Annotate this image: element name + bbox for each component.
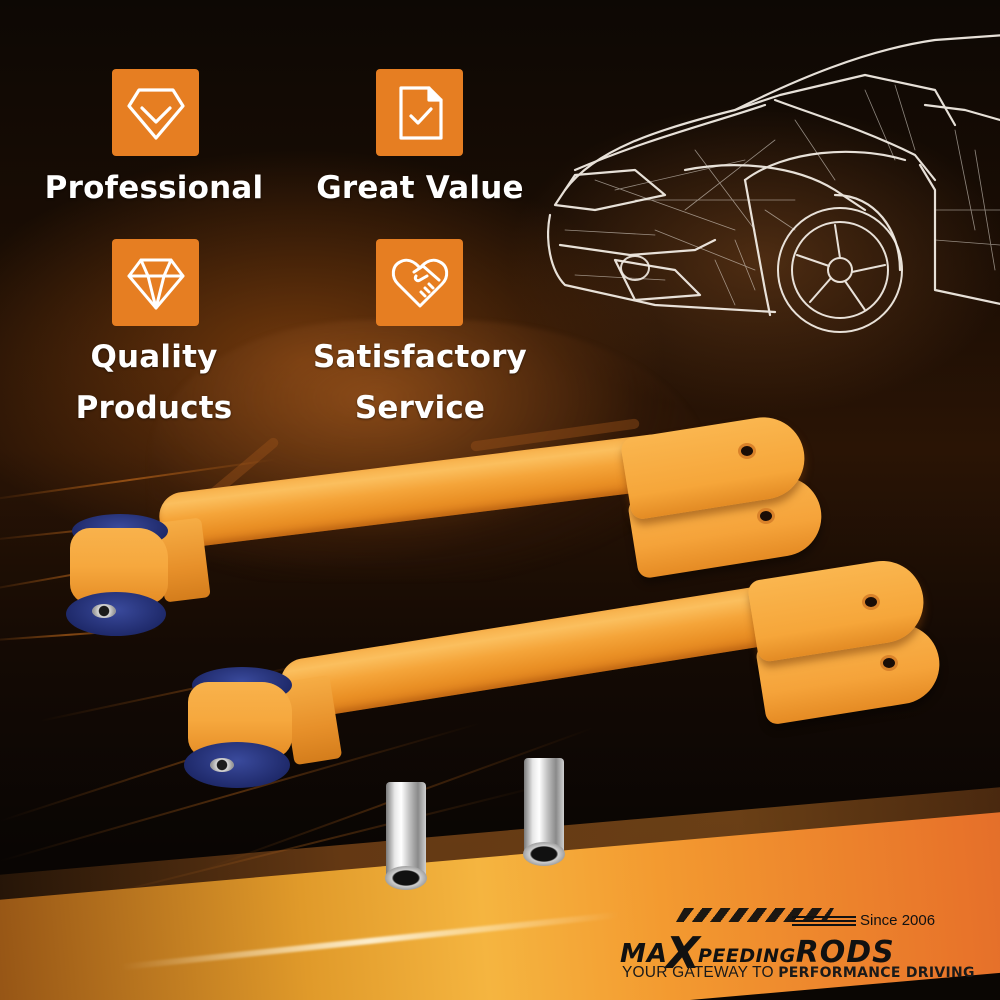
- wireframe-car-illustration: [547, 34, 1000, 333]
- professional-icon-tile: [112, 69, 199, 156]
- clevis-bolt-hole: [880, 655, 898, 671]
- arm-tube: [277, 581, 801, 722]
- feature-label-satisfactory: Satisfactory: [313, 339, 527, 375]
- wordmark-prefix: MA: [620, 939, 668, 969]
- feature-label-quality: Quality: [90, 339, 218, 375]
- since-year: Since 2006: [860, 912, 936, 929]
- clevis-bolt-hole: [862, 594, 880, 610]
- wordmark-suffix: RODS: [795, 935, 895, 970]
- wordmark-x: X: [666, 928, 700, 979]
- document-check-icon: [398, 85, 443, 140]
- quality-products-icon-tile: [112, 239, 199, 326]
- bushing-housing: [70, 528, 168, 604]
- poly-bushing-bottom: [66, 592, 166, 636]
- satisfactory-service-icon-tile: [376, 239, 463, 326]
- brand-wordmark: MAXPEEDINGRODS: [620, 922, 895, 979]
- great-value-icon-tile: [376, 69, 463, 156]
- brand-tagline: YOUR GATEWAY TO PERFORMANCE DRIVING: [622, 964, 975, 982]
- heart-handshake-icon: [391, 258, 448, 307]
- feature-label-service: Service: [354, 390, 486, 426]
- feature-label-great-value: Great Value: [316, 170, 524, 206]
- speed-lines-graphic: [792, 916, 856, 928]
- bushing-sleeve-insert: [92, 604, 116, 618]
- tagline-regular: YOUR GATEWAY TO: [622, 964, 779, 981]
- clevis-bolt-hole: [757, 508, 775, 524]
- tagline-bold: PERFORMANCE DRIVING: [778, 965, 975, 981]
- gem-check-icon: [126, 87, 185, 140]
- brand-logo: Since 2006 MAXPEEDINGRODS YOUR GATEWAY T…: [620, 908, 975, 988]
- feature-label-products: Products: [75, 390, 233, 426]
- clevis-bolt-hole: [738, 443, 756, 459]
- feature-label-professional: Professional: [44, 170, 264, 206]
- bushing-sleeve-insert: [210, 758, 234, 772]
- wordmark-mid: PEEDING: [697, 945, 796, 967]
- poly-bushing-bottom: [184, 742, 290, 788]
- diamond-icon: [127, 258, 184, 309]
